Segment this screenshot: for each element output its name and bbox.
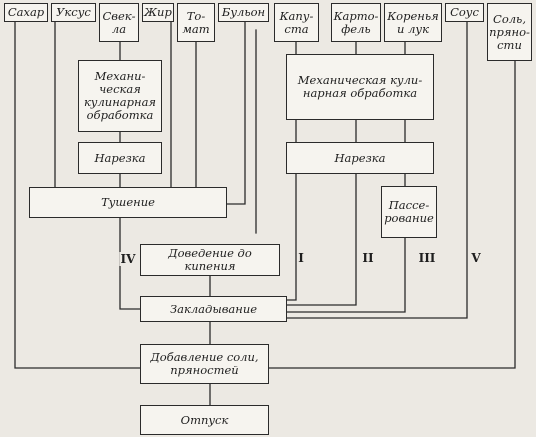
line-roots-3: [286, 237, 406, 313]
line-sugar: [14, 21, 141, 369]
ingredient-sugar: Сахар: [4, 3, 48, 22]
line-sauce: [286, 21, 468, 319]
line-potato-3: [286, 173, 357, 306]
ingredient-salt-spices: Соль, пряно- сти: [487, 3, 532, 61]
stage-label-II: II: [361, 251, 375, 265]
ingredient-tomato: То- мат: [177, 3, 215, 42]
stage-label-V: V: [470, 251, 482, 265]
ingredient-potato: Карто- фель: [331, 3, 381, 42]
step-cut-right: Нарезка: [286, 142, 434, 174]
step-sauteing: Пассе- рование: [381, 186, 437, 238]
line-stew-out: [119, 217, 141, 310]
ingredient-fat: Жир: [142, 3, 174, 22]
step-mech-left: Механи- ческая кулинарная обработка: [78, 60, 162, 132]
step-add-salt: Добавление соли, пряностей: [140, 344, 269, 384]
ingredient-beet: Свек- ла: [99, 3, 139, 42]
ingredient-sauce: Соус: [445, 3, 484, 22]
step-mech-right: Механическая кули- нарная обработка: [286, 54, 434, 120]
stage-label-I: I: [297, 251, 305, 265]
ingredient-roots-onion: Коренья и лук: [384, 3, 442, 42]
stage-label-IV: IV: [119, 252, 137, 266]
step-laying: Закладывание: [140, 296, 287, 322]
step-cut-left: Нарезка: [78, 142, 162, 174]
stage-label-III: III: [417, 251, 437, 265]
line-cabbage-3: [286, 173, 297, 301]
ingredient-vinegar: Уксус: [51, 3, 96, 22]
step-serve: Отпуск: [140, 405, 269, 435]
step-boil: Доведение до кипения: [140, 244, 280, 276]
line-broth: [226, 21, 246, 205]
line-salt: [268, 49, 516, 369]
ingredient-cabbage: Капу- ста: [274, 3, 319, 42]
ingredient-broth: Бульон: [218, 3, 269, 22]
step-stewing: Тушение: [29, 187, 227, 218]
